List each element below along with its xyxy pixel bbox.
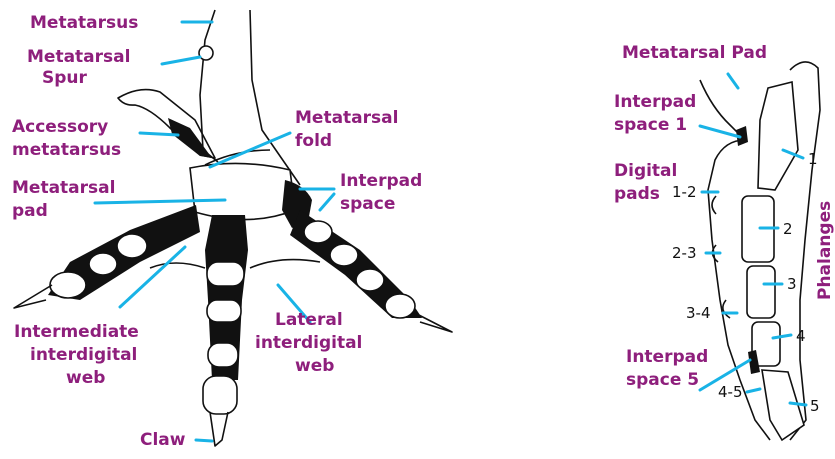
label-interpad-space-line1: Interpad (340, 171, 422, 191)
leader-pad-4-5 (747, 389, 760, 392)
outer-claw (413, 312, 452, 332)
leader-interpad-b (320, 194, 334, 210)
leader-interpad-space-1 (700, 126, 740, 137)
phalanx-number-3: 3 (787, 275, 797, 293)
leader-claw (196, 440, 212, 441)
label-interpad-5-line2: space 5 (626, 370, 699, 390)
leg-back-outline (250, 10, 300, 185)
inner-toe-pad-2 (89, 253, 117, 275)
phalanx-number-4: 4 (796, 327, 806, 345)
label-lateral-line3: web (295, 356, 334, 376)
phalanx-3 (747, 266, 775, 318)
middle-toe-pad-1 (207, 262, 244, 286)
label-metatarsus: Metatarsus (30, 13, 138, 33)
phalanx-number-5: 5 (810, 397, 820, 415)
lateral-web-line (250, 260, 320, 268)
inner-toe-pad-3 (50, 272, 86, 298)
right-labels: Metatarsal Pad Interpad space 1 Digital … (614, 43, 835, 415)
outer-toe-pad-1 (304, 221, 332, 243)
label-metatarsal-pad-right: Metatarsal Pad (622, 43, 767, 63)
label-interpad-1-line1: Interpad (614, 92, 696, 112)
label-intermediate-line3: web (66, 368, 105, 388)
intermediate-web-line (150, 263, 205, 268)
label-phalanges: Phalanges (815, 201, 835, 300)
outer-toe-pad-3 (356, 269, 384, 291)
pad-number-3-4: 3-4 (686, 304, 711, 322)
label-metatarsal-pad-line2: pad (12, 201, 48, 221)
pad-number-2-3: 2-3 (672, 244, 697, 262)
label-metatarsal-spur-line1: Metatarsal (27, 47, 130, 67)
middle-toe-pad-4 (203, 376, 237, 414)
inner-toe-pad-1 (117, 234, 147, 258)
phalanx-number-2: 2 (783, 220, 793, 238)
phalanx-1 (758, 82, 798, 190)
label-accessory-line2: metatarsus (12, 140, 121, 160)
label-metatarsal-pad-line1: Metatarsal (12, 178, 115, 198)
leader-spur (162, 57, 200, 64)
middle-toe-pad-3 (208, 343, 238, 367)
label-metatarsal-fold-line1: Metatarsal (295, 108, 398, 128)
leg-front-outline (200, 10, 218, 162)
pad-number-4-5: 4-5 (718, 383, 743, 401)
leader-accessory (140, 133, 178, 135)
metatarsal-pad-shape (190, 163, 295, 219)
pad-number-1-2: 1-2 (672, 183, 697, 201)
label-metatarsal-fold-line2: fold (295, 131, 332, 151)
leader-phalanx-5 (790, 403, 806, 405)
pad-bulge-1 (712, 196, 716, 214)
label-interpad-5-line1: Interpad (626, 347, 708, 367)
label-claw: Claw (140, 430, 186, 450)
label-intermediate-line2: interdigital (30, 345, 137, 365)
label-accessory-line1: Accessory (12, 117, 108, 137)
middle-toe-pad-2 (207, 300, 241, 322)
label-metatarsal-spur-line2: Spur (42, 68, 88, 88)
outer-toe-pad-2 (330, 244, 358, 266)
inner-claw (14, 285, 52, 308)
label-lateral-line1: Lateral (275, 310, 343, 330)
label-lateral-line2: interdigital (255, 333, 362, 353)
label-interpad-space-line2: space (340, 194, 395, 214)
label-digital-pads-line2: pads (614, 184, 660, 204)
label-digital-pads-line1: Digital (614, 161, 677, 181)
label-intermediate-line1: Intermediate (14, 322, 139, 342)
hallux-dark-pad (168, 118, 212, 158)
leader-metatarsal-pad-right (728, 74, 738, 88)
phalanx-number-1: 1 (808, 150, 818, 168)
outer-toe-pad-4 (385, 294, 415, 318)
label-interpad-1-line2: space 1 (614, 115, 687, 135)
pad-bulge-3 (723, 300, 730, 318)
leader-fold (210, 133, 290, 167)
